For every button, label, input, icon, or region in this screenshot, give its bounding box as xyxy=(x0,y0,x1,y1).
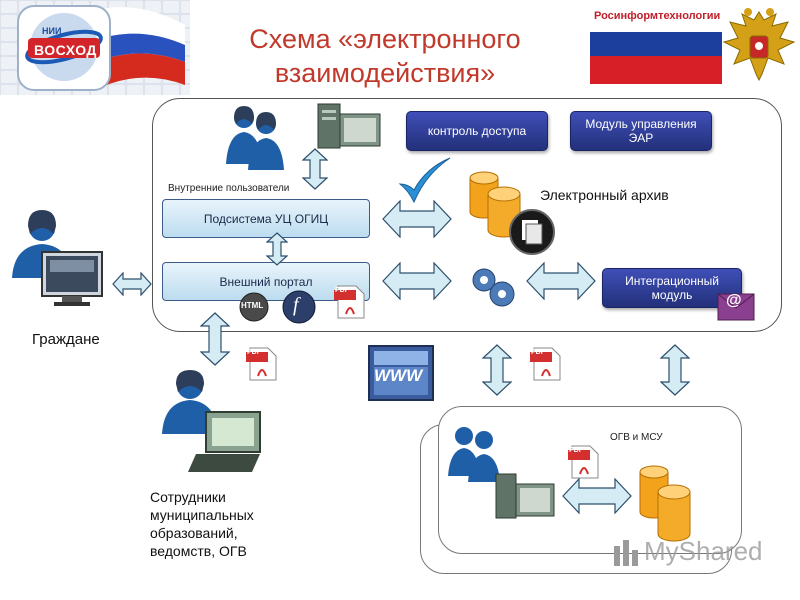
email-symbol: @ xyxy=(726,292,742,309)
flag-stripe-white xyxy=(590,26,722,34)
flag-stripe-red xyxy=(590,56,722,84)
arrow-subsystem-portal xyxy=(265,232,289,266)
pdf-icon-center xyxy=(528,346,562,382)
flag-stripe-blue xyxy=(590,32,722,56)
ogv-database-icon xyxy=(636,462,698,546)
employee-user-icon xyxy=(160,368,264,474)
integration-label-1: Интеграционный xyxy=(625,274,719,288)
internal-users-icon xyxy=(218,104,298,174)
employees-line-4: ведомств, ОГВ xyxy=(150,543,247,559)
subsystem-label: Подсистема УЦ ОГИЦ xyxy=(203,211,329,226)
arrow-citizens-portal xyxy=(112,271,152,297)
logo-small-text: НИИ xyxy=(42,26,62,36)
ear-module-label-2: ЭАР xyxy=(628,131,654,145)
pdf-icon-ogv xyxy=(566,444,600,480)
pdf-text-portal: PDF xyxy=(335,287,349,294)
watermark-text: MyShared xyxy=(644,536,763,566)
email-icon xyxy=(716,288,756,322)
html-badge-icon xyxy=(236,292,272,322)
flash-badge-text: f xyxy=(293,294,299,316)
checkmark-icon xyxy=(396,156,452,206)
arrow-portal-employees xyxy=(199,312,231,366)
www-icon xyxy=(368,345,434,401)
citizens-label: Граждане xyxy=(32,331,100,348)
subsystem-box[interactable]: Подсистема УЦ ОГИЦ xyxy=(162,199,370,238)
arrow-ogv-server-db xyxy=(562,477,632,515)
employees-line-3: образований, xyxy=(150,525,238,541)
ogv-server-icon xyxy=(494,470,558,522)
watermark-icon xyxy=(612,536,642,568)
access-control-button[interactable]: контроль доступа xyxy=(406,111,548,151)
arrow-gears-ogv xyxy=(481,344,513,396)
coat-of-arms-icon xyxy=(720,4,798,84)
page-title: Схема «электронного взаимодействия» xyxy=(200,22,570,90)
ear-module-button[interactable]: Модуль управления ЭАР xyxy=(570,111,712,151)
portal-label: Внешний портал xyxy=(219,274,313,289)
employees-line-1: Сотрудники xyxy=(150,489,226,505)
pdf-icon-employees xyxy=(244,346,278,382)
pdf-text-center: PDF xyxy=(531,349,545,356)
gears-icon xyxy=(468,264,516,310)
employees-line-2: муниципальных xyxy=(150,507,254,523)
employees-label: Сотрудники муниципальных образований, ве… xyxy=(150,488,254,560)
niivoskhod-logo xyxy=(0,0,190,95)
citizen-user-icon xyxy=(8,208,108,312)
arrow-portal-gears xyxy=(382,261,452,301)
ogv-panel xyxy=(438,406,742,554)
documents-icon xyxy=(508,208,556,256)
ogv-label: ОГВ и МСУ xyxy=(610,432,663,443)
arrow-users-subsystem xyxy=(301,148,329,190)
internal-users-label: Внутренние пользователи xyxy=(168,183,290,194)
arrow-subsystem-archive xyxy=(382,199,452,239)
logo-main-text: ВОСХОД xyxy=(34,42,97,58)
pdf-text-ogv: PDF xyxy=(569,447,583,454)
title-line-1: Схема «электронного xyxy=(249,24,521,54)
ear-module-label-1: Модуль управления xyxy=(585,117,697,131)
brand-name: Росинформтехнологии xyxy=(594,10,721,22)
integration-label-2: модуль xyxy=(651,288,693,302)
pdf-icon-portal xyxy=(332,284,366,320)
www-text: WWW xyxy=(374,366,423,385)
access-control-label: контроль доступа xyxy=(427,124,527,138)
pdf-text-employees: PDF xyxy=(247,349,261,356)
archive-label: Электронный архив xyxy=(540,187,669,203)
arrow-gears-integration xyxy=(526,261,596,301)
arrow-integration-ogv xyxy=(659,344,691,396)
flash-icon xyxy=(282,290,316,324)
title-line-2: взаимодействия» xyxy=(274,58,496,88)
server-icon xyxy=(314,100,384,152)
html-badge-text: HTML xyxy=(241,301,264,310)
ogv-users-icon xyxy=(442,424,512,484)
